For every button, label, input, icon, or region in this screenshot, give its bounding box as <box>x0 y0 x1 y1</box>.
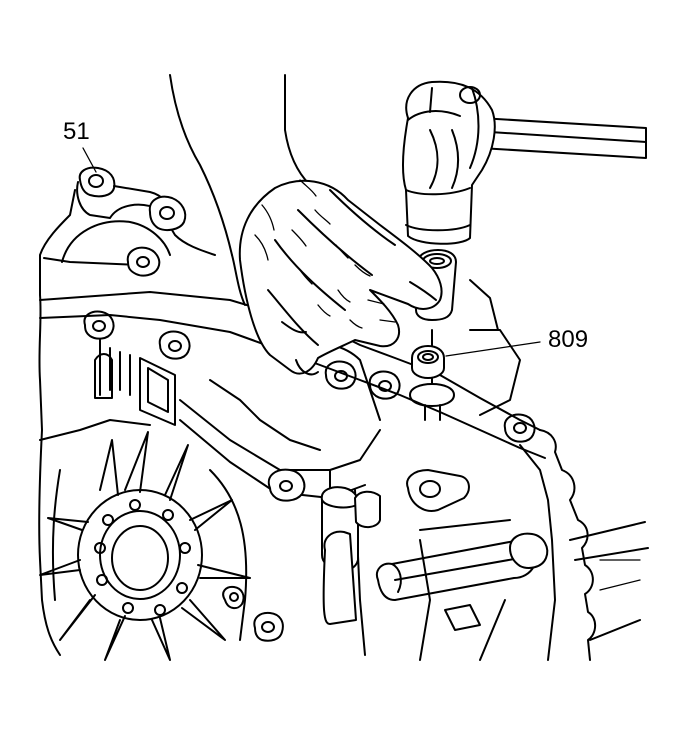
callout-51: 51 <box>63 118 90 145</box>
hand <box>169 74 443 376</box>
converter-hub <box>39 431 251 661</box>
callout-809: 809 <box>548 326 589 353</box>
leader-51 <box>82 147 97 173</box>
valve-body-area <box>222 469 549 661</box>
right-case-edge <box>469 279 649 661</box>
dowel-pin-809 <box>409 329 541 421</box>
hammer <box>401 80 647 245</box>
transmission-case <box>38 166 216 656</box>
case-flange <box>39 291 546 459</box>
strut-arm <box>179 342 381 502</box>
